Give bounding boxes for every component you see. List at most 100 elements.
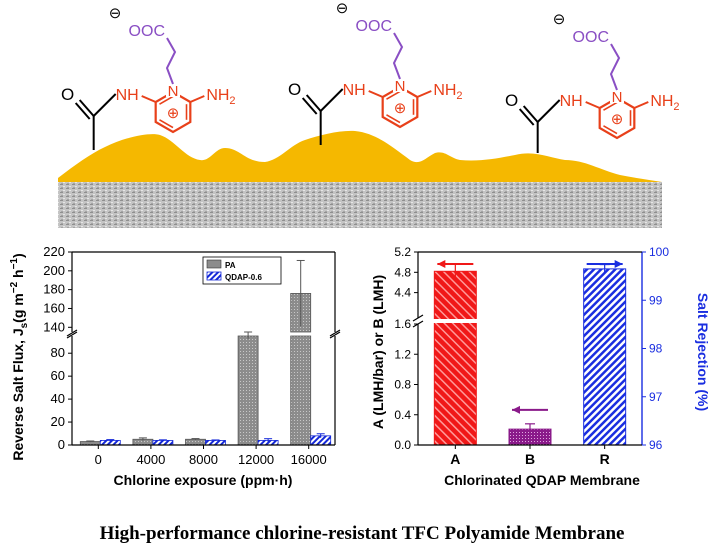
rc-y-tick-label: 4.4 (394, 286, 411, 300)
lc-x-axis-label: Chlorine exposure (ppm·h) (114, 472, 293, 488)
rc-bar-group (433, 260, 627, 446)
lc-y-tick-label: 40 (51, 391, 65, 406)
ring-double-bond (603, 125, 618, 135)
lc-y-tick-label: 220 (43, 244, 65, 259)
rc-break-mark (412, 314, 424, 322)
lc-bar-pa-16000 (290, 335, 312, 446)
lc-y-tick-label: 80 (51, 345, 65, 360)
rc-y-tick-label: 5.2 (394, 245, 411, 259)
lc-ylabel-exp1: −2 (9, 281, 20, 293)
ring-double-bond (159, 119, 174, 129)
carbonyl-bond (301, 97, 318, 115)
n-label-bg (610, 89, 624, 103)
rc-y-right-tick-label: 100 (649, 245, 669, 259)
amine-nh2-label: NH2 (650, 93, 679, 113)
rc-y-tick-label: 0.0 (394, 438, 411, 452)
ring-nitrogen-label: N (168, 83, 179, 100)
ring-double-bond (386, 90, 401, 100)
rc-y-tick-label: 1.2 (394, 347, 411, 361)
lc-y-axis-label: Reverse Salt Flux, Js(g m−2 h−1) (9, 253, 30, 460)
rc-y-right-tick-label: 96 (649, 438, 663, 452)
carbonyl-bond (522, 105, 539, 123)
nh2-bond (633, 101, 649, 109)
lc-ylabel-main: Reverse Salt Flux, J (10, 328, 26, 460)
amine-subscript: 2 (673, 101, 679, 113)
lc-y-tick-label: 180 (43, 282, 65, 297)
amide-nh-label: NH (343, 82, 366, 99)
rc-y-tick-label: 4.8 (394, 265, 411, 279)
lc-ylabel-exp2: −1 (9, 258, 20, 270)
rc-arrow-head (512, 405, 520, 414)
n-label-bg (393, 78, 407, 92)
propyl-chain (165, 37, 177, 85)
propyl-chain (609, 43, 621, 91)
rc-bar-R (583, 268, 627, 446)
figure-caption: High-performance chlorine-resistant TFC … (99, 523, 625, 544)
lc-break-mark-right (329, 329, 341, 337)
rc-y-tick-label: 0.4 (394, 408, 411, 422)
rc-bar-A (433, 270, 477, 446)
carbonyl-oxygen-label: O (288, 80, 301, 99)
rc-y-tick-label: 0.8 (394, 378, 411, 392)
lc-ylabel-unit: (g m (10, 293, 26, 323)
negative-charge-symbol: ⊖ (553, 11, 566, 28)
rc-y-axis-label-right: Salt Rejection (%) (695, 293, 711, 411)
rc-y-axis-label-left: A (LMH/bar) or B (LMH) (370, 275, 386, 429)
amide-nh-label: NH (116, 87, 139, 104)
support-layer (58, 182, 662, 228)
lc-bar-pa-12000 (237, 335, 259, 446)
nh2-bond (189, 95, 205, 103)
carbonyl-oxygen-label: O (505, 91, 518, 110)
lc-ylabel-sub: s (19, 322, 30, 328)
lc-legend-label-pa: PA (225, 261, 236, 270)
lc-x-tick-label: 8000 (189, 452, 218, 467)
lc-break-mark-left (66, 329, 78, 337)
nh-bond (368, 90, 384, 98)
lc-y-tick-label: 20 (51, 414, 65, 429)
lc-ylabel-h: h (10, 269, 26, 281)
ring-double-bond (159, 95, 174, 105)
rc-y-tick-label: 1.6 (394, 317, 411, 331)
carboxylate-label: OOC (573, 29, 609, 46)
rc-y-right-tick-label: 97 (649, 390, 663, 404)
amide-bond (319, 88, 344, 112)
amide-nh-label: NH (560, 93, 583, 110)
lc-y-tick-label: 60 (51, 368, 65, 383)
carbonyl-oxygen-label: O (61, 85, 74, 104)
lc-x-tick-label: 4000 (136, 452, 165, 467)
lc-bar-pa-8000 (185, 438, 206, 446)
lc-x-tick-label: 16000 (291, 452, 327, 467)
positive-charge-symbol: ⊕ (394, 100, 407, 117)
carboxylate-label: OOC (356, 18, 392, 35)
ring-nitrogen-label: N (612, 89, 623, 106)
lc-break-mark-left (66, 331, 78, 339)
negative-charge-symbol: ⊖ (109, 5, 122, 22)
rc-y-right-tick-label: 98 (649, 342, 663, 356)
lc-legend-label-qdap: QDAP-0.6 (225, 273, 262, 282)
amine-subscript: 2 (456, 90, 462, 102)
rc-axis-arrow-R (586, 260, 623, 268)
nh2-bond (416, 90, 432, 98)
lc-break-mark-right (329, 331, 341, 339)
polyamide-layer (58, 130, 662, 182)
amine-subscript: 2 (229, 95, 235, 107)
carboxylate-label: OOC (129, 23, 165, 40)
rc-arrow-head (614, 260, 623, 268)
amide-bond (536, 99, 561, 123)
nh-bond (585, 101, 601, 109)
amide-bond (92, 93, 117, 117)
rc-x-axis-label: Chlorinated QDAP Membrane (444, 472, 640, 488)
rc-x-tick-label: A (450, 451, 460, 467)
carbonyl-bond (78, 99, 95, 117)
lc-bar-qdap-0.6-4000 (152, 440, 174, 446)
lc-bar-group (79, 259, 332, 446)
amine-nh2-label: NH2 (206, 87, 235, 107)
lc-legend-swatch-qdap (206, 271, 222, 281)
carbonyl-bond (74, 102, 91, 120)
lc-y-tick-label: 140 (43, 319, 65, 334)
